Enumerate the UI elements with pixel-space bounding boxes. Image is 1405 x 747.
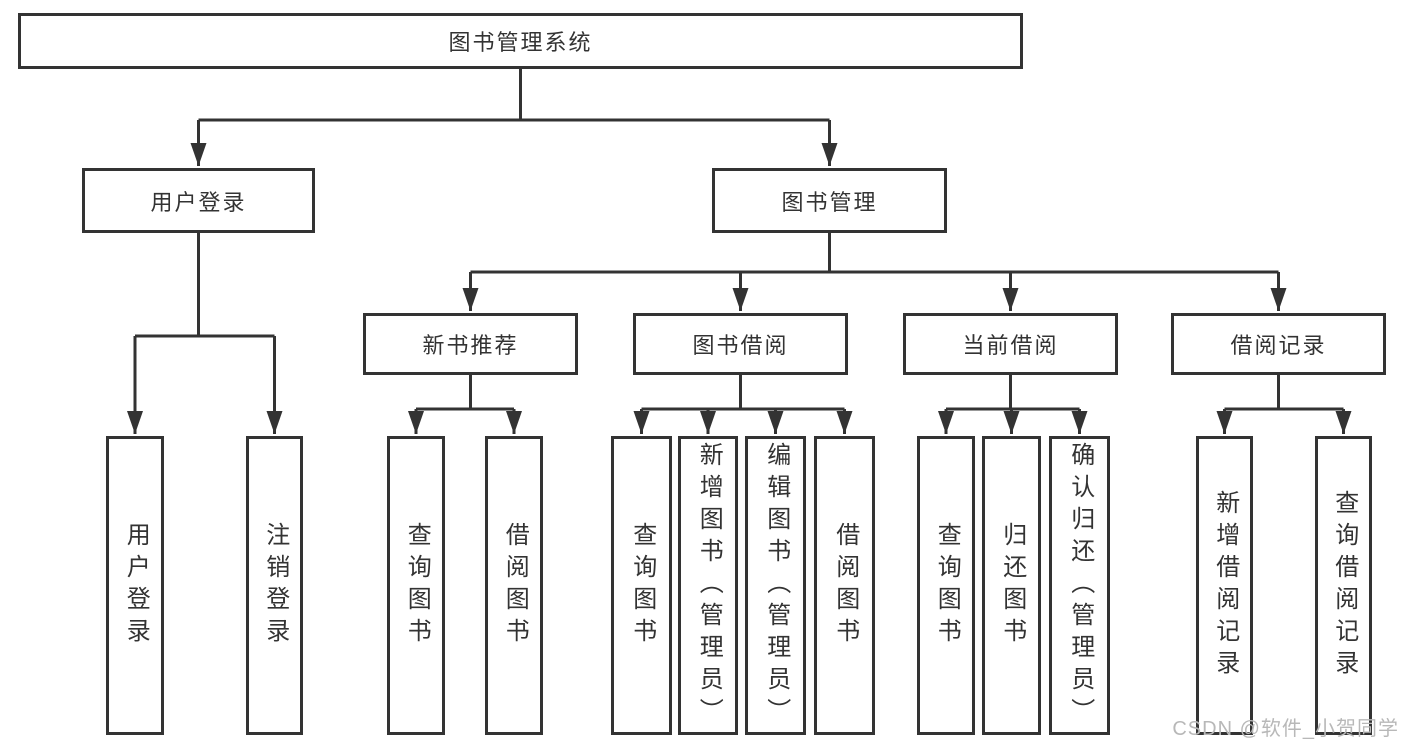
leaf-query-books-recommend: 查询图书 — [387, 436, 445, 735]
node-user-login: 用户登录 — [82, 168, 315, 233]
node-library-system-label: 图书管理系统 — [448, 30, 593, 55]
leaf-borrow-books-recommend-label: 借阅图书 — [501, 521, 529, 650]
node-book-borrowing: 图书借阅 — [633, 313, 848, 375]
leaf-edit-book-admin-label: 编辑图书（管理员） — [762, 441, 790, 730]
connector-group — [127, 69, 1352, 434]
leaf-query-borrow-record: 查询借阅记录 — [1315, 436, 1372, 735]
leaf-add-book-admin: 新增图书（管理员） — [678, 436, 738, 735]
leaf-logout-label: 注销登录 — [261, 521, 289, 650]
leaf-borrow-books-borrowing-label: 借阅图书 — [831, 521, 859, 650]
leaf-user-login-label: 用户登录 — [122, 521, 150, 650]
leaf-query-books-borrowing: 查询图书 — [611, 436, 672, 735]
node-book-management-label: 图书管理 — [781, 189, 878, 215]
node-borrowing-records-label: 借阅记录 — [1230, 333, 1327, 358]
leaf-borrow-books-recommend: 借阅图书 — [485, 436, 543, 735]
leaf-add-borrow-record-label: 新增借阅记录 — [1211, 489, 1239, 682]
node-new-book-recommend: 新书推荐 — [363, 313, 578, 375]
leaf-query-borrow-record-label: 查询借阅记录 — [1330, 489, 1358, 682]
leaf-confirm-return-admin-label: 确认归还（管理员） — [1066, 441, 1094, 730]
csdn-watermark: CSDN @软件_小贺同学 — [1172, 718, 1399, 740]
node-current-borrowing-label: 当前借阅 — [962, 333, 1059, 358]
leaf-return-books-label: 归还图书 — [998, 521, 1026, 650]
leaf-query-books-recommend-label: 查询图书 — [403, 521, 431, 650]
leaf-logout: 注销登录 — [246, 436, 303, 735]
leaf-confirm-return-admin: 确认归还（管理员） — [1049, 436, 1110, 735]
node-new-book-recommend-label: 新书推荐 — [422, 333, 519, 358]
node-book-borrowing-label: 图书借阅 — [692, 333, 789, 358]
leaf-query-books-current-label: 查询图书 — [933, 521, 961, 650]
leaf-user-login: 用户登录 — [106, 436, 164, 735]
leaf-borrow-books-borrowing: 借阅图书 — [814, 436, 875, 735]
node-library-system: 图书管理系统 — [18, 13, 1023, 69]
leaf-return-books: 归还图书 — [982, 436, 1041, 735]
node-current-borrowing: 当前借阅 — [903, 313, 1118, 375]
node-book-management: 图书管理 — [712, 168, 947, 233]
leaf-add-borrow-record: 新增借阅记录 — [1196, 436, 1253, 735]
leaf-query-books-current: 查询图书 — [917, 436, 975, 735]
node-user-login-label: 用户登录 — [150, 189, 247, 215]
leaf-query-books-borrowing-label: 查询图书 — [628, 521, 656, 650]
leaf-edit-book-admin: 编辑图书（管理员） — [745, 436, 806, 735]
leaf-add-book-admin-label: 新增图书（管理员） — [695, 441, 723, 730]
node-borrowing-records: 借阅记录 — [1171, 313, 1386, 375]
